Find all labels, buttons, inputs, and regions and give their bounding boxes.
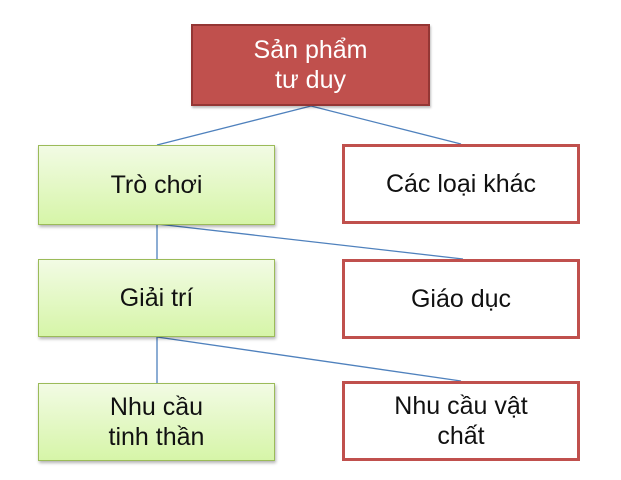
- edge-root-to-cac-loai-khac: [310, 105, 462, 145]
- node-cac-loai-khac: Các loại khác: [342, 144, 580, 224]
- node-label: Giải trí: [119, 284, 194, 312]
- root-node-label: Sản phẩm tư duy: [253, 36, 368, 94]
- edge-root-to-tro-choi: [156, 105, 312, 146]
- node-nhu-cau-tinh-than: Nhu cầu tinh thần: [38, 383, 275, 461]
- node-label: Giáo dục: [410, 285, 512, 313]
- edge-giai-tri-to-nhu-cau-vat-chat: [156, 336, 462, 382]
- node-label: Trò chơi: [110, 171, 203, 199]
- node-label: Nhu cầu tinh thần: [108, 393, 205, 451]
- edge-tro-choi-to-giao-duc: [156, 223, 464, 260]
- node-label: Nhu cầu vật chất: [394, 392, 528, 450]
- root-node-san-pham-tu-duy: Sản phẩm tư duy: [191, 24, 430, 106]
- node-giao-duc: Giáo dục: [342, 259, 580, 339]
- node-label: Các loại khác: [385, 170, 537, 198]
- node-nhu-cau-vat-chat: Nhu cầu vật chất: [342, 381, 580, 461]
- node-tro-choi: Trò chơi: [38, 145, 275, 225]
- node-giai-tri: Giải trí: [38, 259, 275, 337]
